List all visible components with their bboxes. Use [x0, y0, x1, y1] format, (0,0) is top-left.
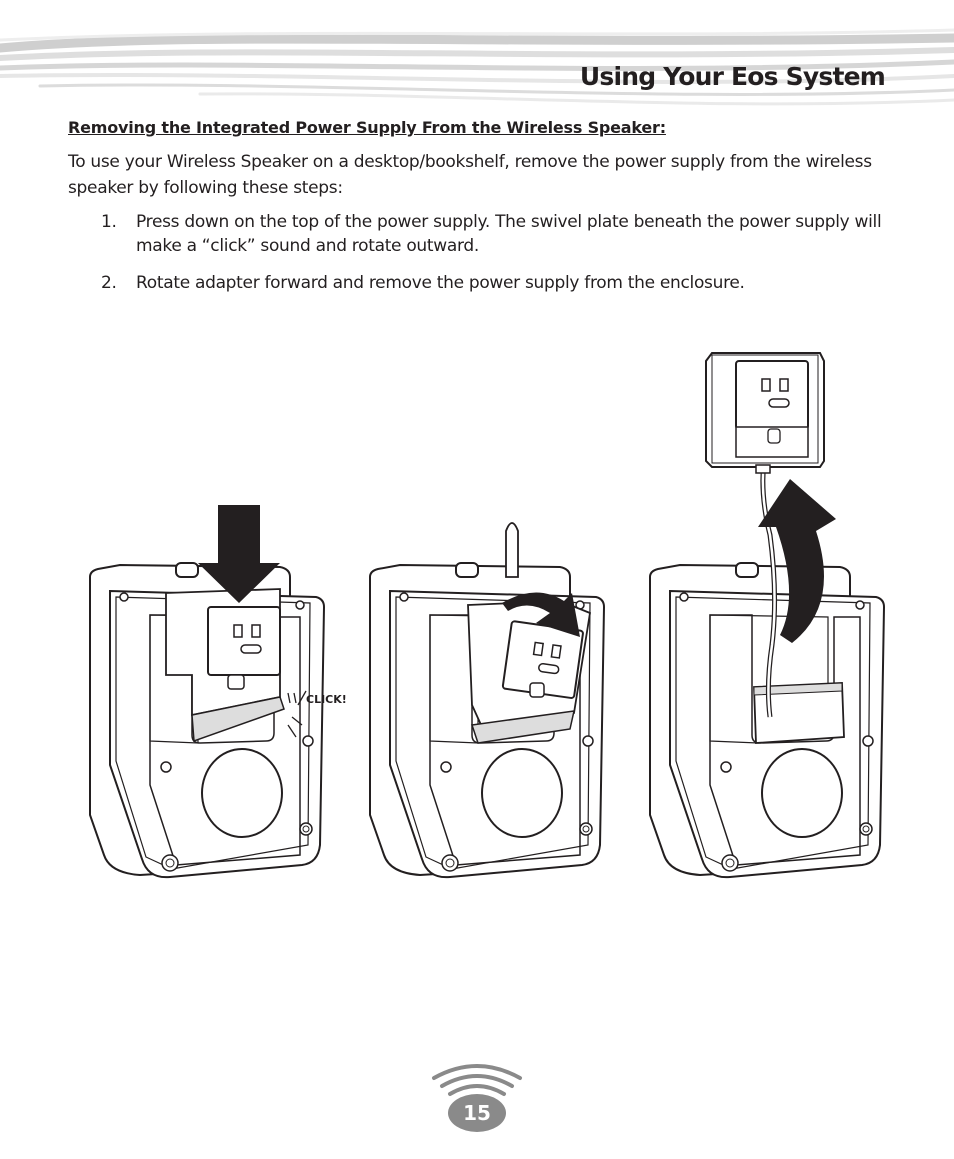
- step-item: 1. Press down on the top of the power su…: [68, 210, 898, 258]
- page-title: Using Your Eos System: [579, 62, 886, 91]
- click-indicator: [287, 690, 307, 738]
- page-number-badge: 15: [432, 1064, 522, 1132]
- step-list: 1. Press down on the top of the power su…: [68, 210, 898, 308]
- panel-rotate-outward: [369, 522, 605, 879]
- panel-remove-supply: [649, 352, 885, 879]
- header-swoosh-decoration: [0, 28, 954, 106]
- step-item: 2. Rotate adapter forward and remove the…: [68, 271, 898, 295]
- step-number: 1.: [101, 212, 117, 232]
- panel-press-down: CLICK!: [89, 505, 347, 879]
- intro-paragraph: To use your Wireless Speaker on a deskto…: [68, 152, 872, 198]
- step-number: 2.: [101, 273, 117, 293]
- section-heading: Removing the Integrated Power Supply Fro…: [68, 118, 666, 137]
- power-supply-removal-illustration: CLICK!: [89, 352, 885, 879]
- detached-power-supply: [705, 352, 825, 474]
- lift-arrow: [758, 479, 836, 643]
- step-text: Press down on the top of the power suppl…: [136, 212, 882, 256]
- page-number: 15: [463, 1101, 491, 1125]
- down-arrow: [198, 505, 280, 603]
- rotate-arrow: [502, 592, 580, 637]
- click-label: CLICK!: [306, 693, 347, 706]
- step-text: Rotate adapter forward and remove the po…: [136, 273, 745, 293]
